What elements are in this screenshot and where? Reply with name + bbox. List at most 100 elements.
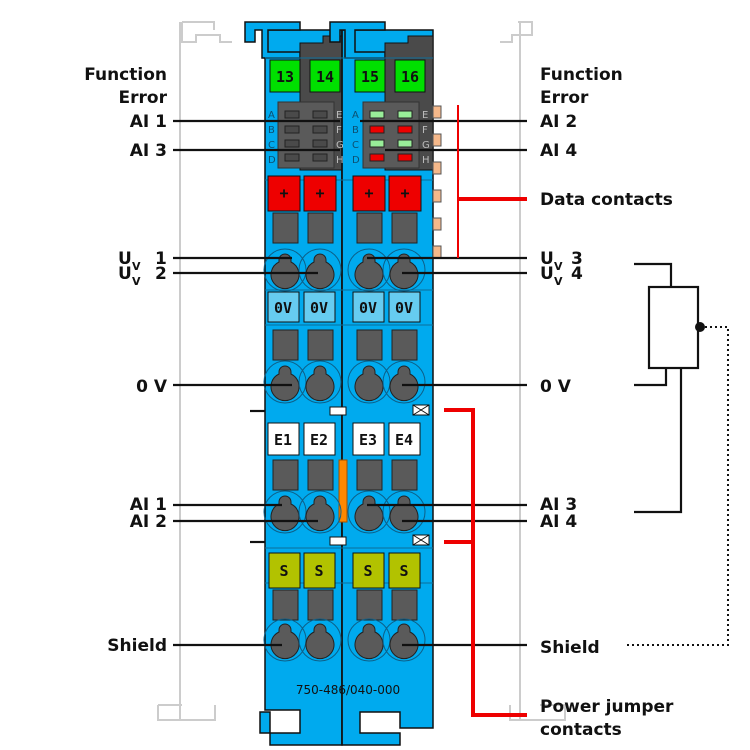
terminal-16: 16 [394,59,426,93]
svg-text:+: + [279,184,288,202]
svg-text:G: G [422,140,430,151]
led-c [284,139,300,148]
label-ai4-led: AI 4 [540,141,577,161]
error-marker-row: E1 E2 E3 E4 [267,422,421,456]
svg-text:F: F [336,125,342,136]
svg-text:E4: E4 [395,431,413,449]
label-ai1-led: AI 1 [130,112,167,132]
clamp-opening[interactable] [389,253,419,290]
label-power-jumper-2: contacts [540,720,622,740]
clamp-opening[interactable] [354,253,384,290]
svg-text:U: U [118,249,132,269]
clamp-ring [347,248,391,292]
svg-text:C: C [268,140,275,151]
svg-text:S: S [314,562,323,580]
clamp-ring [298,360,342,404]
svg-text:H: H [422,155,430,166]
terminal-14: 14 [309,59,341,93]
label-ai2-led: AI 2 [540,112,577,132]
led-e-green [397,110,413,119]
clamp-opening[interactable] [305,365,335,402]
clamp-opening[interactable] [354,623,384,660]
clamp-ring [382,490,426,534]
label-uv2: U V 2 [118,264,167,288]
label-shield-right: Shield [540,638,600,658]
ghost-neighbor-modules [157,21,566,721]
clamp-ring [347,490,391,534]
svg-text:4: 4 [571,264,583,284]
label-ai1: AI 1 [130,495,167,515]
clamp-opening[interactable] [305,623,335,660]
led-g-green [397,139,413,148]
svg-text:H: H [336,155,344,166]
label-0v-left: 0 V [136,377,168,397]
potentiometer-body [647,285,700,370]
svg-text:13: 13 [276,68,294,86]
svg-text:1: 1 [155,249,167,269]
svg-text:V: V [132,260,141,273]
clamp-opening[interactable] [270,623,300,660]
label-function-right: Function [540,65,623,85]
svg-text:0V: 0V [395,299,413,317]
clamp-ring [382,360,426,404]
svg-text:15: 15 [361,68,379,86]
led-d-red [369,153,385,162]
svg-text:E2: E2 [310,431,328,449]
clamp-opening[interactable] [389,623,419,660]
led-a-green [369,110,385,119]
led-c-green [369,139,385,148]
clamp-opening[interactable] [354,365,384,402]
svg-text:0V: 0V [310,299,328,317]
svg-text:A: A [352,110,359,121]
clamp-ring [263,360,307,404]
left-labels: Function Error AI 1 AI 3 U V 1 U V 2 0 V… [84,65,168,656]
led-g [312,139,328,148]
clamp-ring [298,490,342,534]
svg-text:+: + [315,184,324,202]
clamp-ring [298,248,342,292]
label-error-right: Error [540,88,589,108]
label-error-left: Error [119,88,168,108]
led-f [312,125,328,134]
label-data-contacts: Data contacts [540,190,673,210]
led-f-red [397,125,413,134]
right-leader-lines [360,119,527,647]
svg-text:3: 3 [571,249,583,269]
svg-text:G: G [336,140,344,151]
led-d [284,153,300,162]
left-leader-lines [173,119,340,647]
svg-text:V: V [132,275,141,288]
label-ai2: AI 2 [130,512,167,532]
wiper-dot [695,322,705,332]
led-e [312,110,328,119]
svg-text:S: S [399,562,408,580]
clamp-ring [347,618,391,662]
terminal-13: 13 [269,59,301,93]
led-panel-block-2: A B C D E F G H [352,101,430,169]
label-uv4: U V 4 [540,264,583,288]
terminal-15: 15 [354,59,386,93]
clamp-ring [347,360,391,404]
zero-v-marker-row: 0V 0V 0V 0V [267,291,421,323]
label-ai4: AI 4 [540,512,577,532]
clamp-opening[interactable] [389,365,419,402]
svg-text:U: U [540,249,554,269]
svg-text:D: D [352,155,360,166]
release-buttons [272,212,418,621]
svg-text:C: C [352,140,359,151]
svg-text:2: 2 [155,264,167,284]
plus-marker-row: + + + + [267,175,422,212]
svg-text:S: S [363,562,372,580]
svg-text:U: U [118,264,132,284]
label-function-left: Function [84,65,167,85]
clamp-ring [298,618,342,662]
label-uv3: U V 3 [540,249,583,273]
shield-dotted-line [625,326,729,646]
svg-text:0V: 0V [359,299,377,317]
led-a [284,110,300,119]
svg-text:A: A [268,110,275,121]
label-ai3-led: AI 3 [130,141,167,161]
svg-text:16: 16 [401,68,419,86]
power-jumper-bracket [444,408,527,717]
